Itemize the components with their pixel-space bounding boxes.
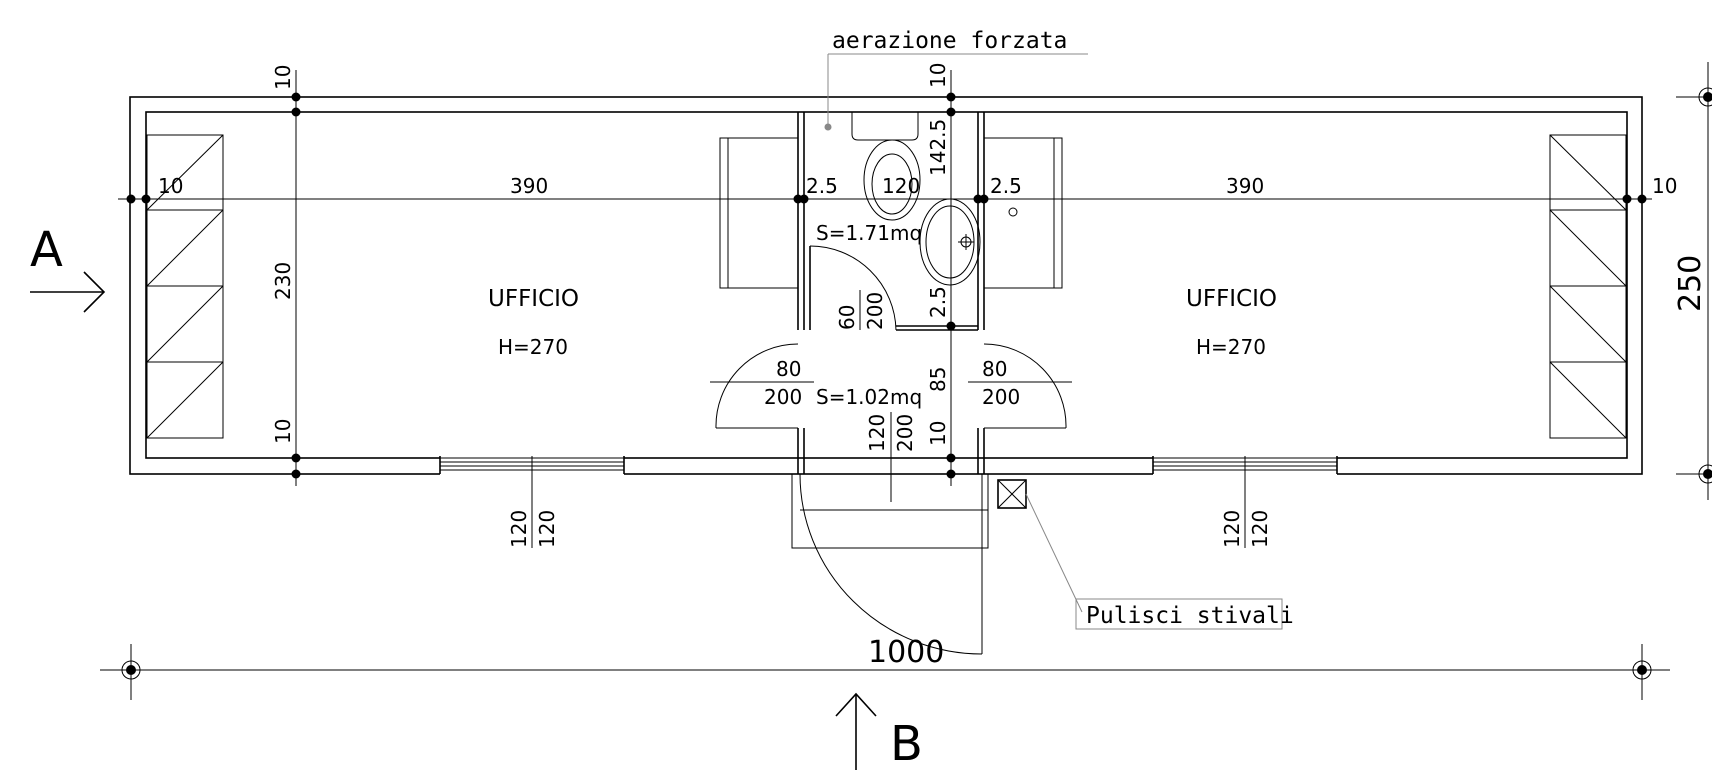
- door-left-office[interactable]: [715, 343, 799, 429]
- desk-left: [719, 137, 799, 289]
- desk-right: [983, 137, 1063, 289]
- dim-wc-width: 120: [882, 174, 920, 198]
- toilet: [851, 112, 921, 221]
- wc-area: S=1.71mq: [816, 221, 922, 245]
- dimension-lines: [100, 62, 1712, 700]
- shelf-left: [146, 134, 224, 439]
- boot-cleaner-icon: [997, 479, 1027, 509]
- dim-room-left: 390: [510, 174, 548, 198]
- dim-window-right-h: 120: [1248, 510, 1272, 548]
- dim-partition-left: 2.5: [806, 174, 838, 198]
- dim-top-wall-mid: 10: [926, 63, 950, 88]
- dim-door-right-h: 200: [982, 385, 1020, 409]
- section-b-marker: B: [835, 692, 923, 772]
- dim-wc-depth: 142.5: [926, 119, 950, 176]
- dim-total-width: 250: [1673, 255, 1708, 312]
- washbasin: [919, 198, 981, 286]
- dim-window-left-w: 120: [507, 510, 531, 548]
- dim-room-right: 390: [1226, 174, 1264, 198]
- door-right-office[interactable]: [983, 343, 1067, 429]
- dim-partition-right: 2.5: [990, 174, 1022, 198]
- antibagno-area: S=1.02mq: [816, 385, 922, 409]
- drain-icon: [1008, 207, 1018, 217]
- entrance-step: [791, 473, 989, 549]
- room-right-name: UFFICIO: [1186, 286, 1277, 312]
- door-entry[interactable]: [799, 473, 983, 655]
- dim-door-left-w: 80: [776, 357, 801, 381]
- section-a-label: A: [30, 222, 63, 278]
- dim-wall-right: 10: [1652, 174, 1677, 198]
- door-wc[interactable]: [809, 245, 897, 331]
- dim-door-wc-h: 200: [863, 292, 887, 330]
- dim-total-length: 1000: [868, 635, 944, 670]
- dim-inner-width: 230: [271, 262, 295, 300]
- boot-cleaner-leader: [1025, 493, 1083, 613]
- ventilation-point: [824, 123, 832, 131]
- section-a-marker: A: [30, 222, 106, 313]
- dimension-nodes: [121, 87, 1712, 680]
- shelf-right: [1549, 134, 1627, 439]
- dim-antibagno-depth: 85: [926, 367, 950, 392]
- boot-cleaner-label: Pulisci stivali: [1086, 603, 1294, 629]
- dim-wc-partition: 2.5: [926, 286, 950, 318]
- dim-bottom-wall-left: 10: [271, 419, 295, 444]
- dim-door-wc-w: 60: [835, 305, 859, 330]
- room-right-height: H=270: [1196, 335, 1266, 359]
- boot-cleaner-label-box: [1075, 598, 1283, 630]
- dim-wall-left: 10: [158, 174, 183, 198]
- dim-window-right-w: 120: [1220, 510, 1244, 548]
- ventilation-label: aerazione forzata: [832, 28, 1067, 54]
- dim-door-entry-h: 200: [893, 414, 917, 452]
- room-left-name: UFFICIO: [488, 286, 579, 312]
- dim-window-left-h: 120: [535, 510, 559, 548]
- dim-top-wall-left: 10: [271, 65, 295, 90]
- dim-bottom-wall-mid: 10: [926, 421, 950, 446]
- dim-door-left-h: 200: [764, 385, 802, 409]
- dim-door-right-w: 80: [982, 357, 1007, 381]
- room-left-height: H=270: [498, 335, 568, 359]
- section-b-label: B: [890, 716, 923, 772]
- dim-door-entry-w: 120: [865, 414, 889, 452]
